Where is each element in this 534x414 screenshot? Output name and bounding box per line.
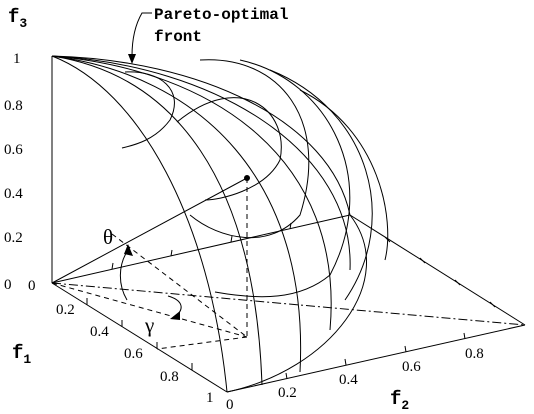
svg-text:0.2: 0.2 [4,230,23,246]
annotation-leader [131,12,152,57]
ray-to-point [51,177,248,284]
theta-arrowhead [124,244,133,256]
gamma-label: γ [144,313,154,337]
annotation-line1: Pareto-optimal [154,6,288,24]
svg-text:1: 1 [206,390,214,406]
theta-label: θ [103,225,113,249]
svg-text:0.4: 0.4 [4,186,23,202]
pareto-point [244,175,250,181]
f2-tick-labels: 0 0.2 0.4 0.6 0.8 [226,346,484,413]
floor-diagonal [51,282,526,326]
annotation-arrowhead [128,54,136,64]
f2-axis [226,324,526,393]
svg-text:0: 0 [4,277,12,293]
svg-text:0.8: 0.8 [465,346,484,362]
svg-text:0.4: 0.4 [339,372,358,388]
f2-axis-label: f2 [390,388,409,413]
svg-text:0.8: 0.8 [160,369,179,385]
f1-axis-ticks [86,298,193,370]
floor-back-ticks [111,222,292,270]
pareto-front-surface [51,55,389,393]
svg-text:0.8: 0.8 [4,98,23,114]
f1-tick-labels: 0 0.2 0.4 0.6 0.8 1 [28,278,214,406]
svg-text:0.6: 0.6 [124,346,143,362]
svg-text:1: 1 [13,51,21,67]
gamma-arrowhead [170,311,180,320]
theta-arc [119,249,129,301]
floor-edge-right [349,214,526,326]
svg-text:0.2: 0.2 [56,302,75,318]
f3-tick-labels: 0 0.2 0.4 0.6 0.8 1 [4,51,23,293]
svg-text:0.6: 0.6 [402,359,421,375]
projection-to-f1 [156,336,248,350]
annotation-line2: front [154,28,202,46]
svg-text:0.4: 0.4 [90,324,109,340]
projection-to-origin [51,282,248,338]
floor-edge-back [51,214,351,284]
projection-dash-up [111,233,248,338]
svg-text:0: 0 [28,278,36,294]
svg-text:0.6: 0.6 [4,142,23,158]
f1-axis [51,282,228,393]
svg-text:0.2: 0.2 [278,385,297,401]
svg-text:0: 0 [226,397,234,413]
f3-axis-label: f3 [8,6,27,31]
f1-axis-label: f1 [12,342,31,367]
f2-axis-ticks [285,332,466,380]
